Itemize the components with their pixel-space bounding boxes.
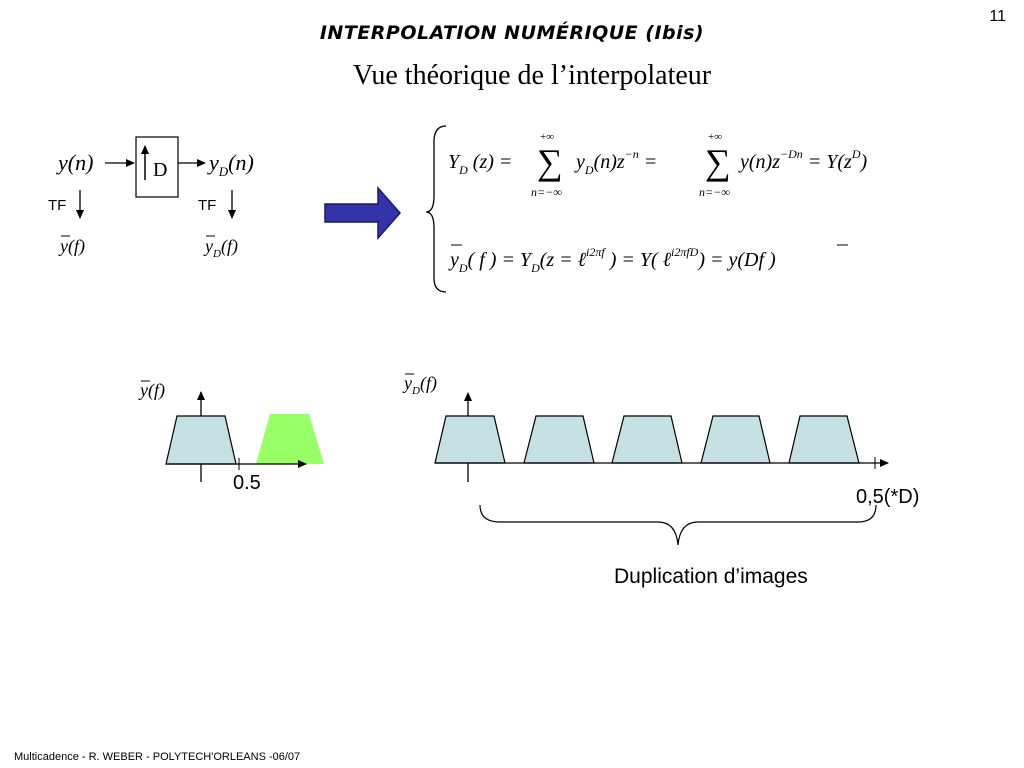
upsampler-block bbox=[135, 136, 179, 198]
plot-right: yD(f) bbox=[402, 373, 889, 546]
svg-text:n=−∞: n=−∞ bbox=[699, 185, 730, 199]
svg-text:∑: ∑ bbox=[705, 142, 731, 182]
page-number: 11 bbox=[989, 8, 1006, 25]
tf-left-label: TF bbox=[48, 197, 66, 214]
implies-arrow-icon bbox=[324, 186, 401, 240]
equations-brace bbox=[425, 125, 447, 293]
footer: Multicadence - R. WEBER - POLYTECH'ORLEA… bbox=[14, 751, 301, 763]
equation-1: YD (z) = +∞ ∑ n=−∞ yD(n)z−n = +∞ ∑ n=−∞ … bbox=[448, 131, 867, 199]
svg-text:YD (z) =: YD (z) = bbox=[448, 151, 512, 177]
svg-text:y(n)z−Dn = Y(zD): y(n)z−Dn = Y(zD) bbox=[738, 147, 867, 173]
slide-subtitle: Vue théorique de l’interpolateur bbox=[352, 60, 712, 91]
plot-right-ylabel: yD(f) bbox=[402, 373, 437, 397]
image-spectrum bbox=[256, 414, 324, 464]
svg-text:∑: ∑ bbox=[537, 142, 563, 182]
spectrum-left-label: y(f) bbox=[58, 236, 85, 257]
base-spectrum bbox=[165, 415, 237, 465]
slide-title: INTERPOLATION NUMÉRIQUE (Ibis) bbox=[319, 22, 705, 44]
svg-text:yD(n)z−n =: yD(n)z−n = bbox=[574, 147, 657, 177]
plot-left-tick-label: 0.5 bbox=[233, 472, 261, 494]
input-signal-label: y(n) bbox=[56, 150, 93, 175]
duplication-label: Duplication d’images bbox=[614, 565, 808, 588]
plot-left: y(f) bbox=[138, 380, 324, 482]
svg-text:+∞: +∞ bbox=[540, 131, 554, 143]
plot-right-tick-label: 0,5(*D) bbox=[856, 486, 920, 508]
block-label: D bbox=[153, 159, 167, 181]
plot-left-ylabel: y(f) bbox=[138, 380, 165, 401]
svg-text:yD( f ) = YD(z = ℓi2πf ) = Y(: yD( f ) = YD(z = ℓi2πf ) = Y( ℓi2πfD) = … bbox=[448, 245, 776, 275]
duplication-brace bbox=[479, 504, 877, 546]
svg-text:+∞: +∞ bbox=[708, 131, 722, 143]
tf-right-label: TF bbox=[198, 197, 216, 214]
svg-text:n=−∞: n=−∞ bbox=[531, 185, 562, 199]
equation-2: yD( f ) = YD(z = ℓi2πf ) = Y( ℓi2πfD) = … bbox=[448, 244, 848, 275]
spectrum-right-label: yD(f) bbox=[203, 236, 238, 260]
output-signal-label: yD(n) bbox=[207, 150, 254, 179]
block-diagram: y(n) D yD(n) TF TF y(f) yD(f) bbox=[48, 136, 254, 260]
